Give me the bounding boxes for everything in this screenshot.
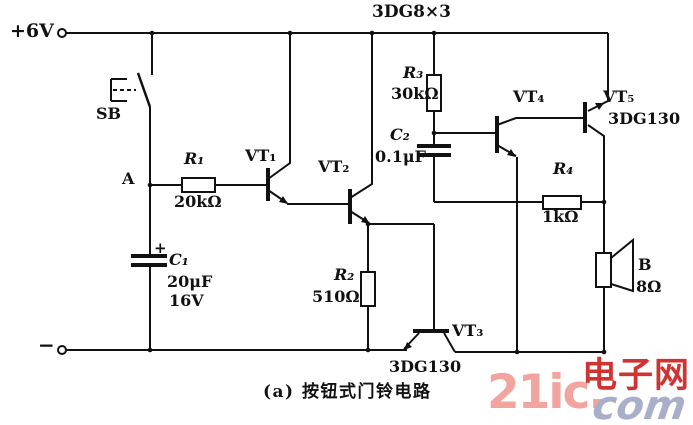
transistor-vt5-part: 3DG130	[608, 109, 681, 128]
transistor-vt5-symbol	[583, 100, 609, 253]
resistor-r1-name: R₁	[184, 149, 205, 168]
capacitor-c2-value: 0.1μF	[375, 147, 426, 166]
capacitor-c1-voltage: 16V	[169, 291, 204, 310]
speaker-b-value: 8Ω	[636, 277, 662, 296]
transistor-vt3-part: 3DG130	[389, 357, 462, 376]
junction-dots	[147, 30, 607, 355]
node-a-label: A	[122, 169, 135, 188]
transistor-vt3-label: VT₃	[452, 321, 484, 340]
transistor-vt4-symbol	[434, 116, 585, 352]
resistor-r1-value: 20kΩ	[174, 192, 222, 211]
transistor-vt4-label: VT₄	[513, 87, 545, 106]
transistor-vt3-symbol	[403, 329, 456, 353]
transistor-vt5-label: VT₅	[603, 87, 635, 106]
power-rails	[57, 28, 609, 355]
capacitor-c1-name: C₁	[169, 250, 189, 269]
power-positive-label: +6V	[10, 20, 54, 42]
speaker-b-name: B	[638, 255, 652, 274]
resistor-r3-name: R₃	[403, 63, 424, 82]
resistor-r4-value: 1kΩ	[542, 207, 579, 226]
pushbutton-sb-symbol	[110, 33, 153, 256]
capacitor-c2-symbol	[417, 144, 543, 203]
figure-caption: (a) 按钮式门铃电路	[263, 382, 432, 402]
resistor-r2-value: 510Ω	[312, 287, 360, 306]
transistor-vt1-label: VT₁	[245, 146, 277, 165]
resistor-r4-name: R₄	[553, 159, 574, 178]
resistor-r4-symbol	[542, 195, 604, 210]
watermark-brand: 21ic.	[487, 365, 606, 420]
capacitor-c2-name: C₂	[390, 125, 410, 144]
capacitor-c1-value: 20μF	[167, 272, 213, 291]
watermark-site-cn: 电子网	[582, 356, 691, 396]
transistor-vt2-label: VT₂	[318, 157, 350, 176]
resistor-r3-value: 30kΩ	[391, 84, 439, 103]
transistor-vt2-symbol	[348, 33, 435, 331]
switch-sb-label: SB	[96, 104, 122, 123]
resistor-r3-symbol	[426, 33, 442, 146]
capacitor-c1-symbol	[131, 254, 167, 350]
resistor-r2-name: R₂	[334, 265, 355, 284]
resistor-r2-symbol	[360, 224, 376, 350]
capacitor-c1-polarity: +	[154, 239, 167, 257]
transistor-vt1-symbol	[266, 33, 348, 205]
device-type-label: 3DG8×3	[372, 2, 451, 22]
speaker-b-symbol	[595, 237, 634, 352]
power-negative-label: −	[38, 333, 55, 357]
resistor-r1-symbol	[150, 177, 266, 193]
